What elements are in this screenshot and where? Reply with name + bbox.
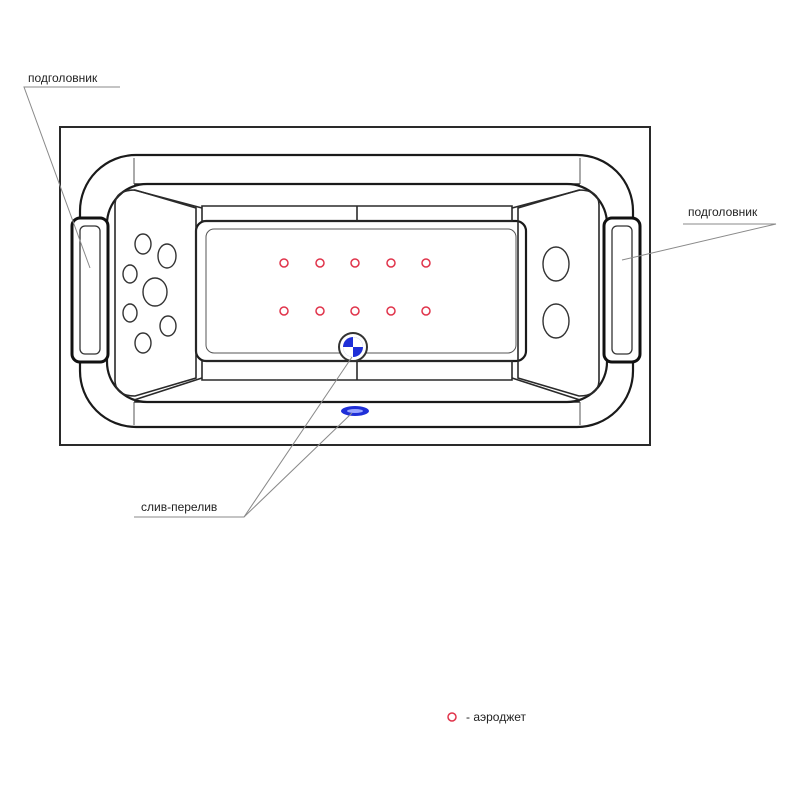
leader-drain bbox=[134, 356, 353, 518]
bevel-br bbox=[511, 377, 581, 401]
pebble bbox=[159, 315, 177, 337]
aerojet bbox=[421, 306, 431, 316]
slope-bottom bbox=[201, 360, 513, 381]
aerojet bbox=[279, 306, 289, 316]
aerojet bbox=[315, 258, 325, 268]
right-pebbles bbox=[542, 246, 570, 339]
aerojet bbox=[386, 258, 396, 268]
aerojet bbox=[350, 306, 360, 316]
headrest-left-inner bbox=[79, 225, 101, 355]
leader-headrest-left bbox=[23, 86, 120, 269]
legend-aerojet-label: - аэроджет bbox=[466, 710, 527, 724]
pebble bbox=[142, 277, 168, 307]
headrest-left bbox=[70, 216, 110, 364]
pebble bbox=[542, 303, 570, 339]
right-head-panel bbox=[517, 189, 600, 397]
leader-headrest-right bbox=[621, 223, 777, 261]
label-drain-overflow: слив-перелив bbox=[141, 500, 217, 514]
drain-icon bbox=[338, 332, 368, 362]
aerojets-top-row bbox=[279, 258, 431, 268]
pebble bbox=[134, 233, 152, 255]
pebble bbox=[134, 332, 152, 354]
label-headrest-right: подголовник bbox=[688, 205, 758, 219]
headrest-right bbox=[602, 216, 642, 364]
tub-frame bbox=[59, 126, 651, 446]
legend-aerojet-icon bbox=[447, 712, 457, 722]
aerojet bbox=[386, 306, 396, 316]
leader-overflow bbox=[243, 412, 353, 518]
headrest-right-inner bbox=[611, 225, 633, 355]
left-head-panel bbox=[114, 189, 197, 397]
aerojets-bottom-row bbox=[279, 306, 431, 316]
pebble bbox=[122, 303, 138, 323]
pebble bbox=[122, 264, 138, 284]
aerojet bbox=[350, 258, 360, 268]
aerojet bbox=[315, 306, 325, 316]
label-headrest-left: подголовник bbox=[28, 71, 98, 85]
bevel-bl bbox=[133, 377, 203, 401]
aerojet bbox=[421, 258, 431, 268]
legend: - аэроджет bbox=[447, 710, 527, 724]
left-pebbles bbox=[122, 233, 177, 354]
pebble bbox=[157, 243, 177, 269]
slope-top bbox=[201, 205, 513, 222]
aerojet bbox=[279, 258, 289, 268]
pebble bbox=[542, 246, 570, 282]
tub-rim-outer bbox=[78, 153, 635, 429]
